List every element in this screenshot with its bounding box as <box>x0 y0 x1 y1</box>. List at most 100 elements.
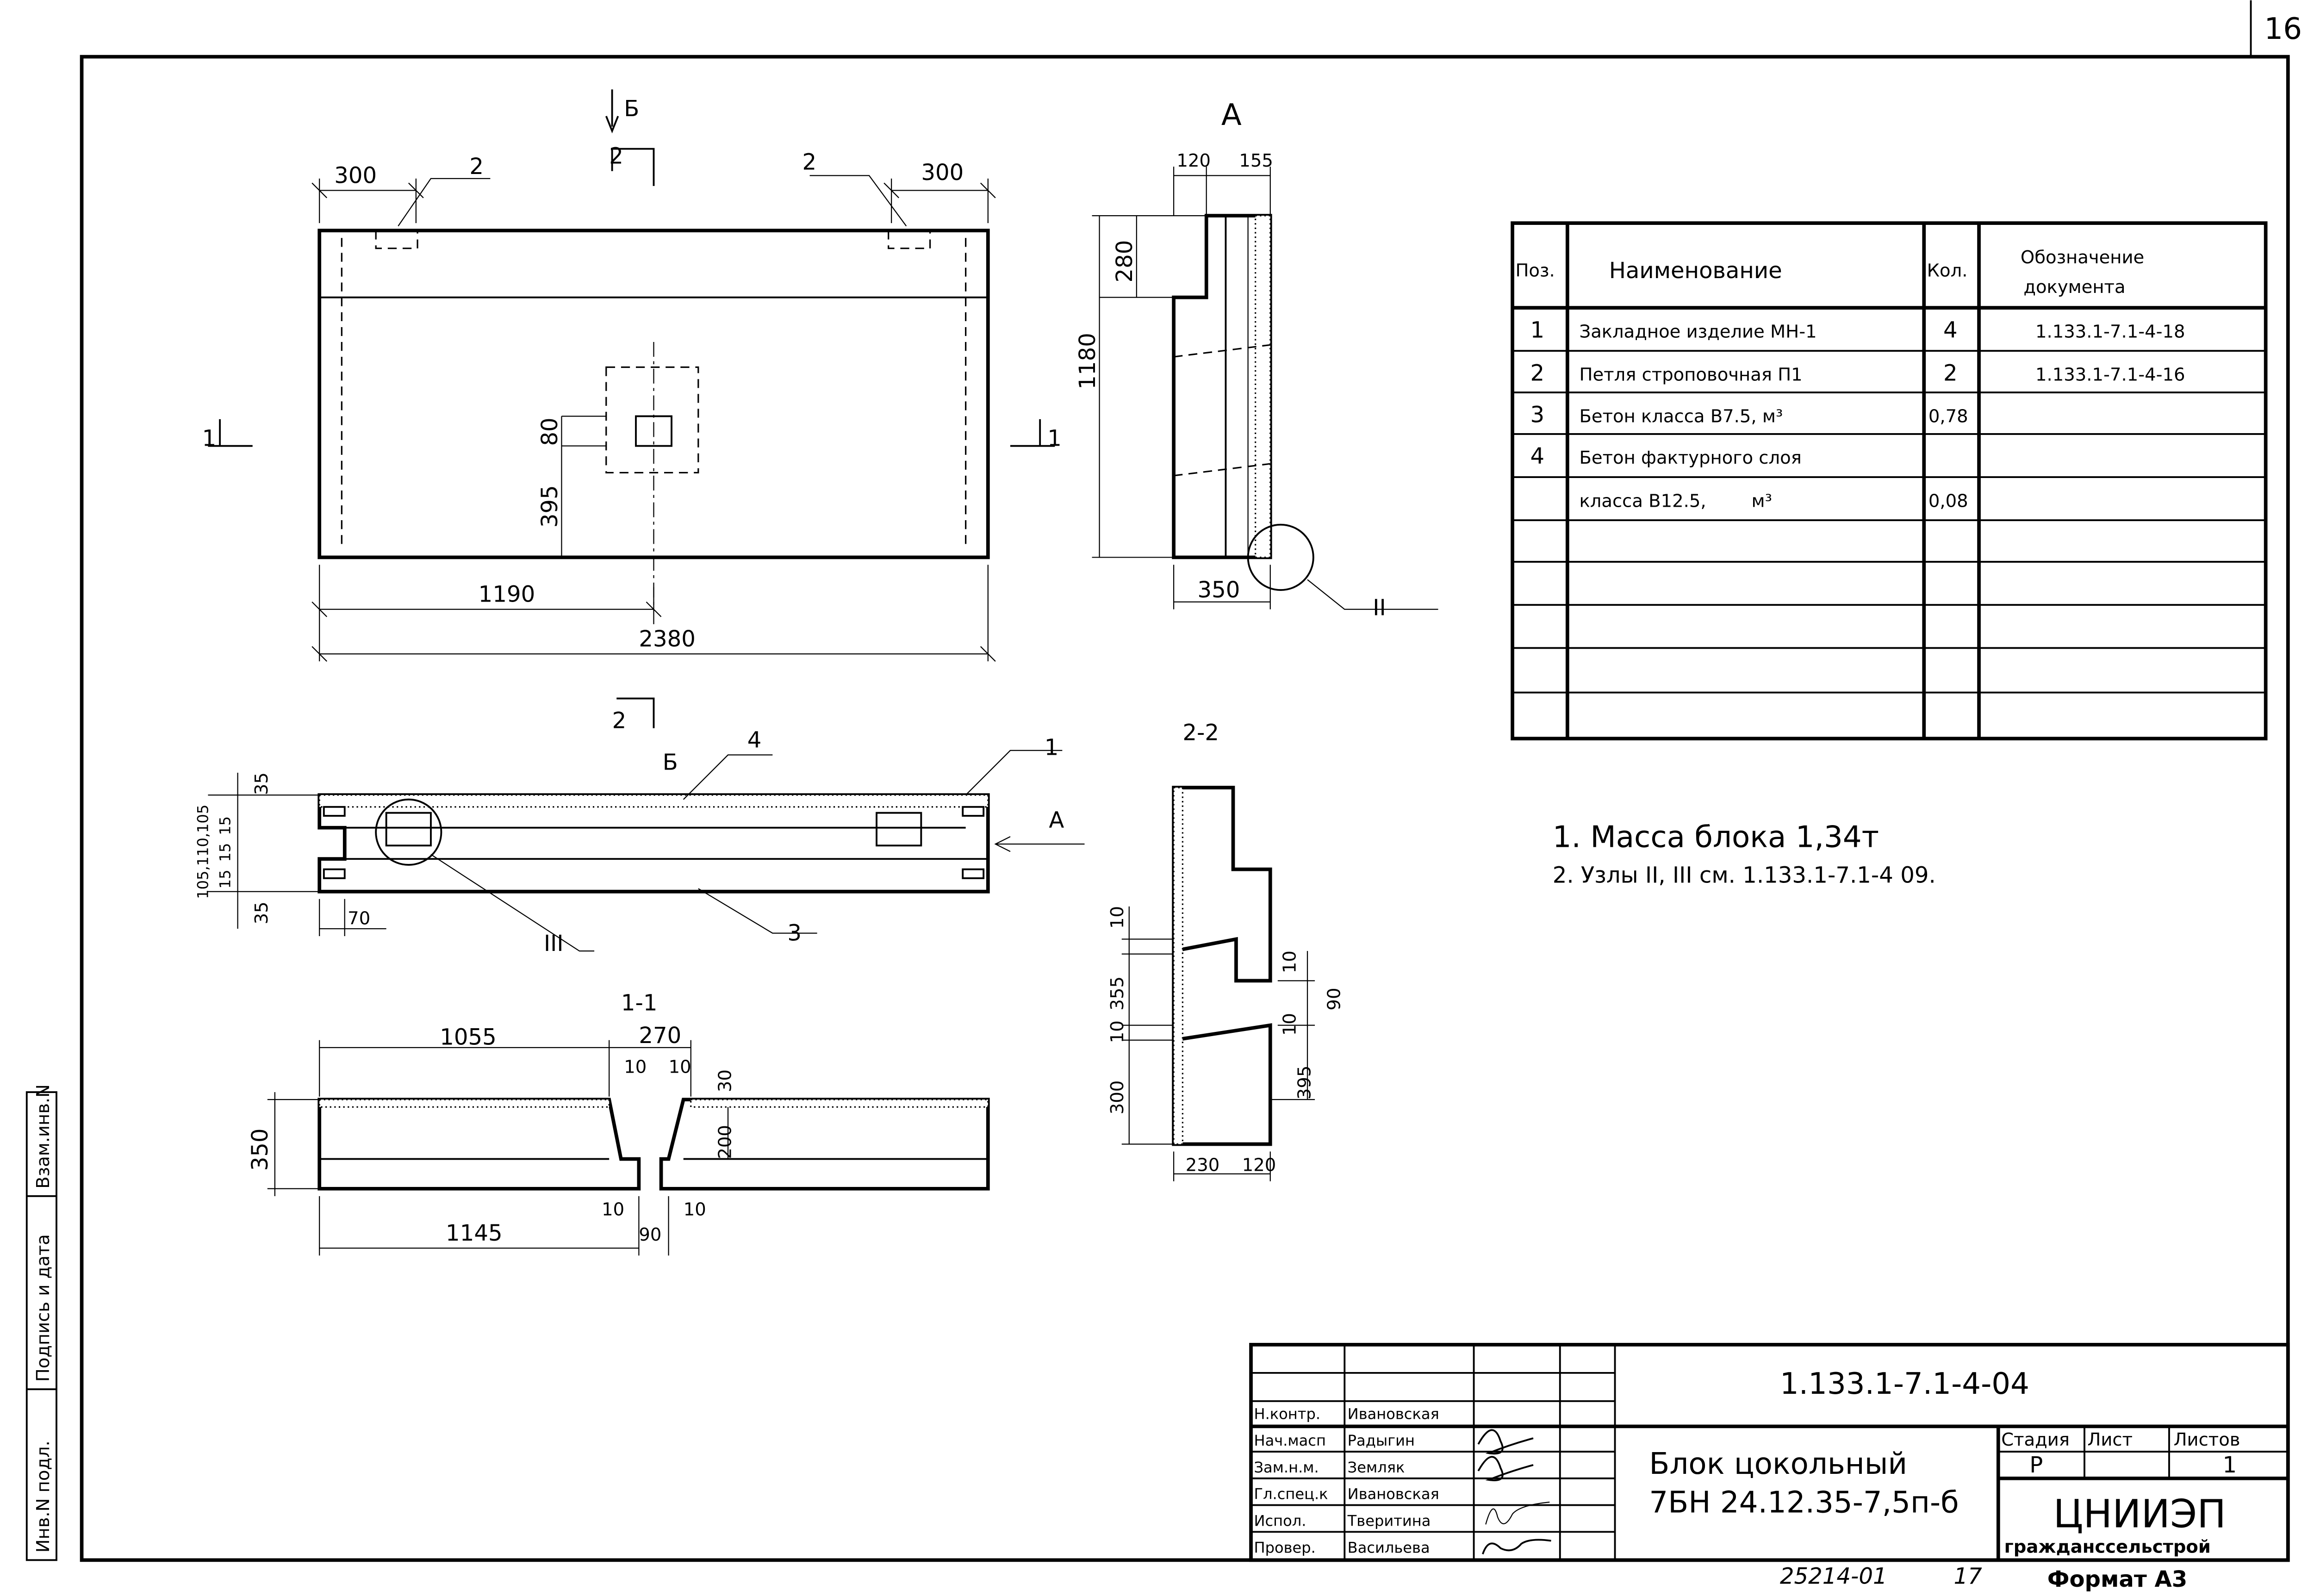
dim-350: 350 <box>247 1128 273 1171</box>
dim-10-d: 10 <box>684 1199 706 1220</box>
role-prover: Провер. <box>1254 1539 1315 1556</box>
cell-name: класса В12.5, м³ <box>1580 491 1773 511</box>
embedded-part-outline <box>605 366 699 474</box>
dim-270: 270 <box>639 1023 681 1049</box>
dim-10-b: 10 <box>669 1056 691 1077</box>
table-row: 1 Закладное изделие МН-1 4 1.133.1-7.1-4… <box>1530 317 2185 343</box>
dim-10-c: 10 <box>1279 950 1300 973</box>
sheets-label: Листов <box>2174 1429 2240 1450</box>
dim-2380: 2380 <box>639 626 696 652</box>
cell-pos: 4 <box>1530 443 1545 469</box>
header-qty: Кол. <box>1927 261 1968 281</box>
section-2-2-title: 2-2 <box>1182 720 1219 745</box>
table-row: класса В12.5, м³ 0,08 <box>1580 491 1968 511</box>
node-iii-circle <box>375 798 442 866</box>
document-number: 1.133.1-7.1-4-04 <box>1780 1366 2029 1401</box>
node-iii-label: III <box>544 931 564 956</box>
product-name: Блок цокольный <box>1649 1447 1907 1481</box>
title-block: 1.133.1-7.1-4-04 Н.контр. Нач.масп Зам.н… <box>1249 1343 2290 1592</box>
page-number: 16 <box>2264 12 2302 46</box>
header-doc-1: Обозначение <box>2021 247 2144 268</box>
dim-1190: 1190 <box>479 582 535 608</box>
cell-name: Бетон фактурного слоя <box>1580 447 1802 468</box>
stage-label: Стадия <box>2001 1429 2070 1450</box>
margin-label-inv: Инв.N подл. <box>33 1441 54 1553</box>
header-doc-2: документа <box>2023 277 2125 298</box>
elevation-view: 300 300 2 2 Б 2 2 1 1 80 395 1190 2380 <box>202 89 1062 734</box>
cell-name: Закладное изделие МН-1 <box>1580 321 1817 342</box>
callout-4: 4 <box>747 727 762 753</box>
dim-10-a: 10 <box>624 1056 647 1077</box>
cell-qty: 0,78 <box>1928 406 1968 427</box>
dim-1145: 1145 <box>446 1220 503 1246</box>
header-pos: Поз. <box>1515 261 1555 281</box>
cell-name: Бетон класса В7.5, м³ <box>1580 406 1783 427</box>
dim-200: 200 <box>715 1125 735 1159</box>
role-zam-nm: Зам.н.м. <box>1254 1459 1319 1476</box>
section-1-1-title: 1-1 <box>621 990 658 1016</box>
lifting-loop <box>385 812 432 847</box>
dim-35-top: 35 <box>251 772 272 795</box>
dim-15-a: 15 <box>217 816 234 835</box>
cell-pos: 3 <box>1530 402 1545 428</box>
view-a-title: А <box>1221 98 1242 132</box>
sheets-value: 1 <box>2223 1452 2237 1478</box>
org-name: ЦНИИЭП <box>2053 1492 2226 1537</box>
role-n-kontr: Н.контр. <box>1254 1405 1320 1422</box>
drawing-frame <box>80 55 2290 1562</box>
dim-280: 280 <box>1112 240 1138 283</box>
name-ispol: Тверитина <box>1347 1512 1431 1530</box>
left-margin-strip: Инв.N подл. Подпись и дата Взам.инв.N <box>25 1084 57 1561</box>
plan-b-title: Б <box>663 750 678 776</box>
dim-80: 80 <box>537 417 563 446</box>
dim-120: 120 <box>1177 150 1211 171</box>
cell-pos: 2 <box>1530 360 1545 386</box>
dim-30: 30 <box>715 1069 735 1092</box>
signatures <box>1477 1429 1551 1555</box>
margin-label-replace: Взам.инв.N <box>33 1084 54 1189</box>
cell-pos: 1 <box>1530 317 1545 343</box>
callout-2-left: 2 <box>469 154 484 180</box>
section-2-top-label: 2 <box>609 143 623 169</box>
name-nach-masp: Радыгин <box>1348 1432 1415 1449</box>
dim-10-c: 10 <box>602 1199 624 1220</box>
cell-qty: 2 <box>1943 360 1958 386</box>
cell-name: Петля строповочная П1 <box>1580 364 1803 385</box>
dim-230: 230 <box>1186 1155 1220 1175</box>
name-n-kontr: Ивановская <box>1348 1405 1439 1422</box>
dim-10-a: 10 <box>1107 906 1128 929</box>
name-prover: Васильева <box>1348 1539 1430 1556</box>
footer-number: 25214-01 <box>1780 1564 1887 1590</box>
dim-105-110-105: 105,110,105 <box>194 805 211 899</box>
section-2-2: 2-2 10 355 10 300 10 10 90 395 230 120 <box>1107 720 1345 1181</box>
header-name: Наименование <box>1609 258 1782 284</box>
name-zam-nm: Земляк <box>1348 1459 1405 1476</box>
format-label: Формат А3 <box>2047 1566 2188 1592</box>
node-ii-label: II <box>1373 595 1386 621</box>
callout-3: 3 <box>787 920 802 946</box>
section-2-bottom-label: 2 <box>612 708 627 734</box>
dim-10-d: 10 <box>1279 1013 1300 1036</box>
dim-90: 90 <box>639 1224 661 1245</box>
callout-2-right: 2 <box>802 149 817 175</box>
note-1: 1. Масса блока 1,34т <box>1553 820 1879 854</box>
name-gl-spec: Ивановская <box>1348 1485 1439 1503</box>
product-code: 7БН 24.12.35-7,5п-б <box>1649 1485 1959 1520</box>
stage-value: Р <box>2029 1452 2043 1478</box>
dim-35-bottom: 35 <box>251 901 272 924</box>
footer-page: 17 <box>1953 1564 1982 1590</box>
table-row: 2 Петля строповочная П1 2 1.133.1-7.1-4-… <box>1530 360 2185 386</box>
side-view-a: А 120 155 280 1180 350 II <box>1075 98 1438 621</box>
sheet-label: Лист <box>2087 1429 2133 1450</box>
node-ii-circle <box>1247 523 1314 591</box>
dim-355: 355 <box>1107 976 1128 1011</box>
cell-qty: 4 <box>1943 317 1958 343</box>
margin-label-signature: Подпись и дата <box>33 1234 54 1382</box>
dim-350: 350 <box>1197 577 1240 603</box>
dim-300-left: 300 <box>334 162 377 188</box>
table-row: 3 Бетон класса В7.5, м³ 0,78 <box>1530 402 1968 428</box>
dim-15-b: 15 <box>217 843 234 862</box>
cell-doc: 1.133.1-7.1-4-18 <box>2035 321 2185 342</box>
dim-15-c: 15 <box>217 869 234 888</box>
